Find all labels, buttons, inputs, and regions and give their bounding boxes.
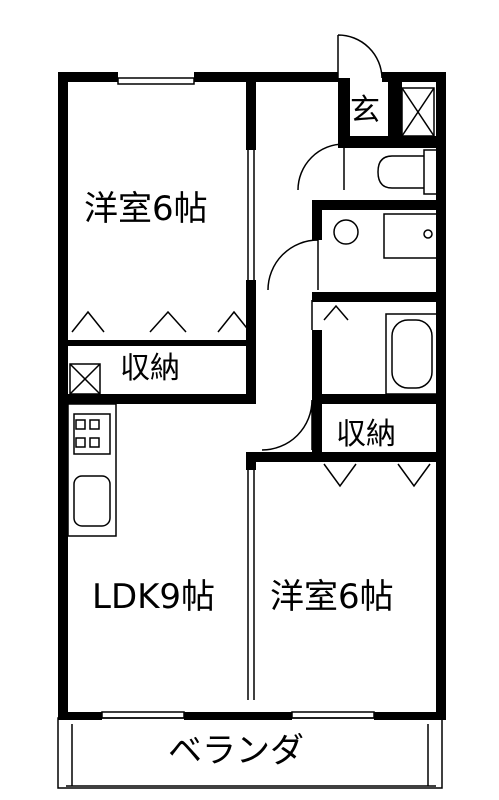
washbasin [383,213,439,259]
room-label-storage-left: 収納 [120,351,180,386]
wall-bottom [58,712,102,720]
veranda-label: ベランダ [168,731,304,771]
wall-outer-left [58,72,68,718]
washing-machine-drain [333,219,359,245]
toilet [377,149,439,195]
room-label-entrance: 玄 [350,93,380,128]
wall-top-left [58,72,118,82]
room-label-western-bottom: 洋室6帖 [270,577,394,617]
room-label-western-top: 洋室6帖 [84,189,208,229]
bathtub [385,313,439,395]
wall-outer-right [436,72,446,718]
kitchen-counter [67,403,117,537]
entrance-door-swing [337,34,383,79]
room-label-ldk: LDK9帖 [92,577,216,617]
room-label-storage-right: 収納 [336,417,396,452]
